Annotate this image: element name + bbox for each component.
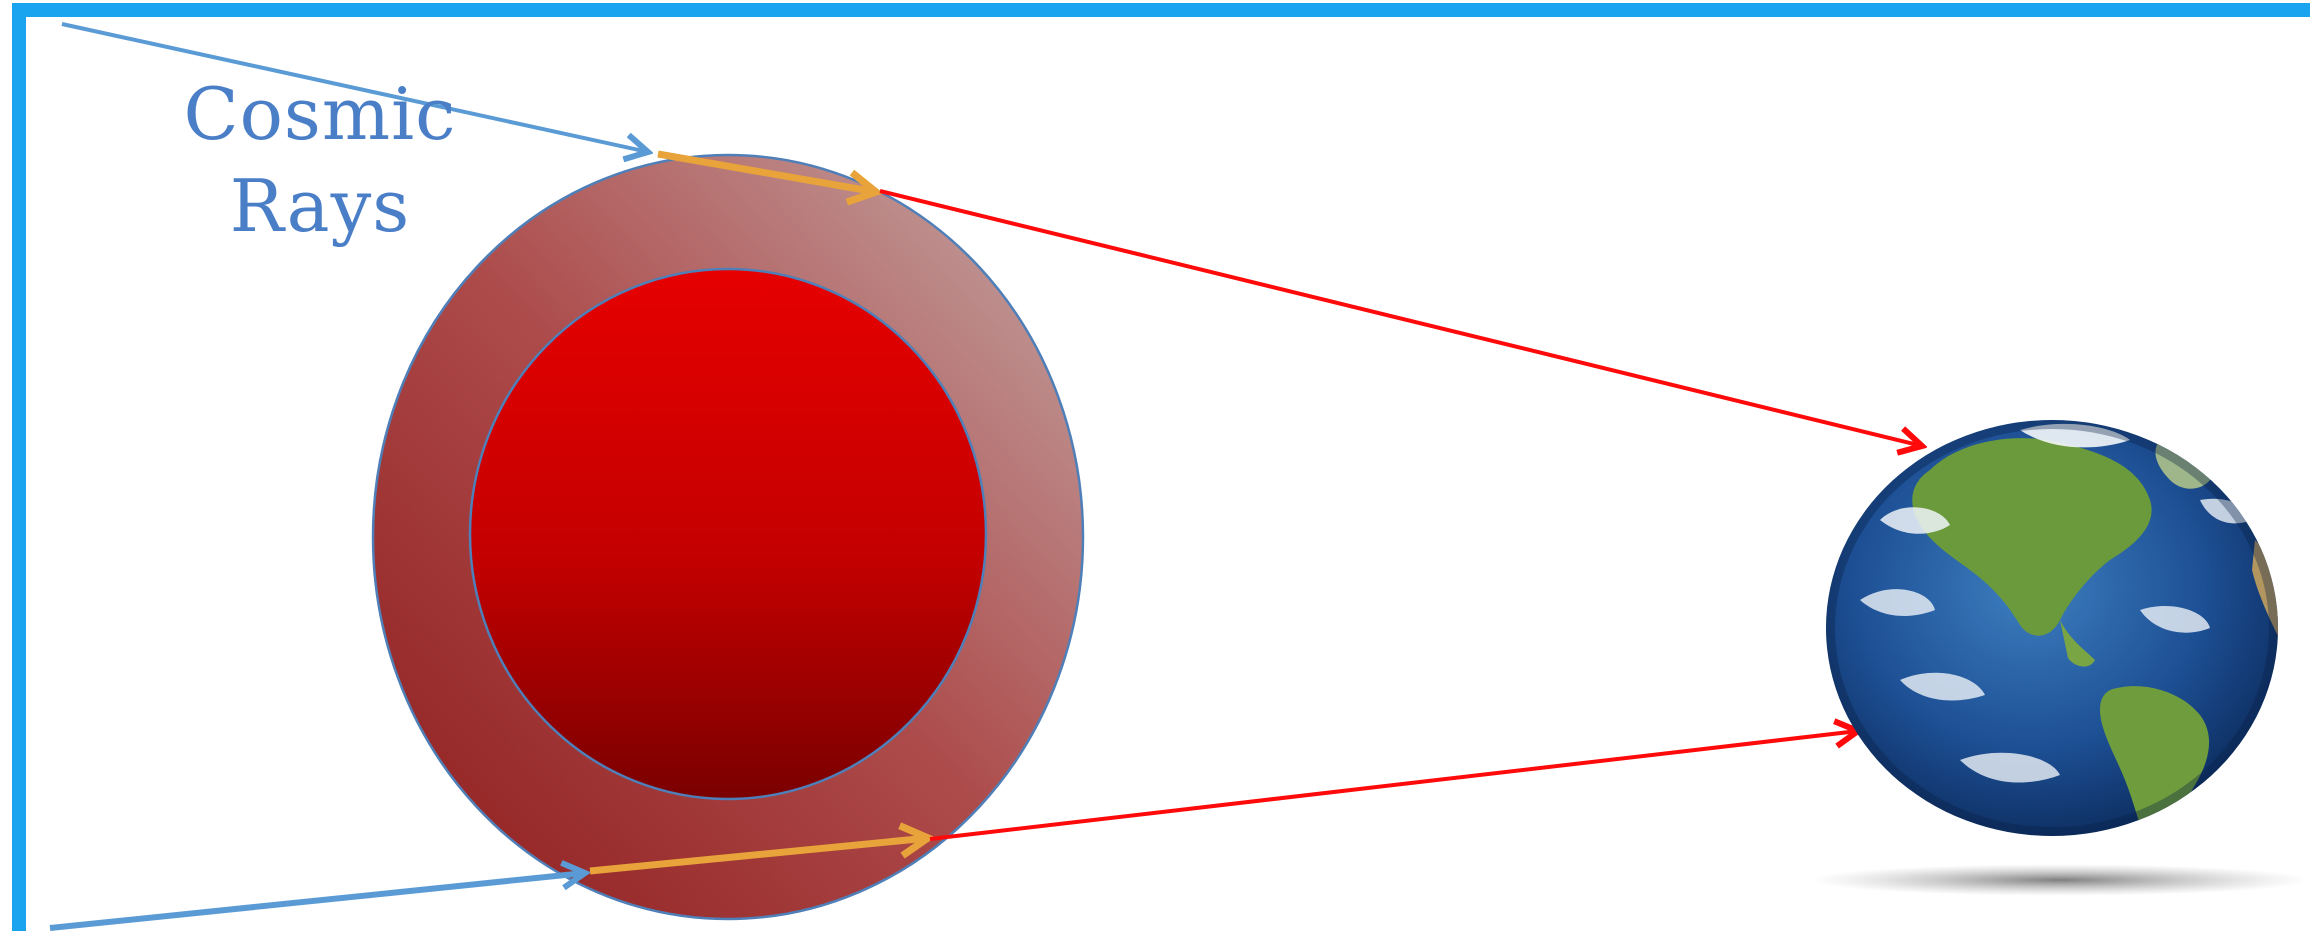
incoming-ray-bottom [50,873,585,928]
outgoing-ray-bottom [930,731,1858,839]
cosmic-rays-label-line1: Cosmic [140,68,500,160]
earth-globe-icon [1810,420,2310,896]
earth-shadow [1810,864,2310,896]
cosmic-rays-label: Cosmic Rays [140,68,500,252]
inner-core [470,269,986,799]
cosmic-rays-label-line2: Rays [140,160,500,252]
